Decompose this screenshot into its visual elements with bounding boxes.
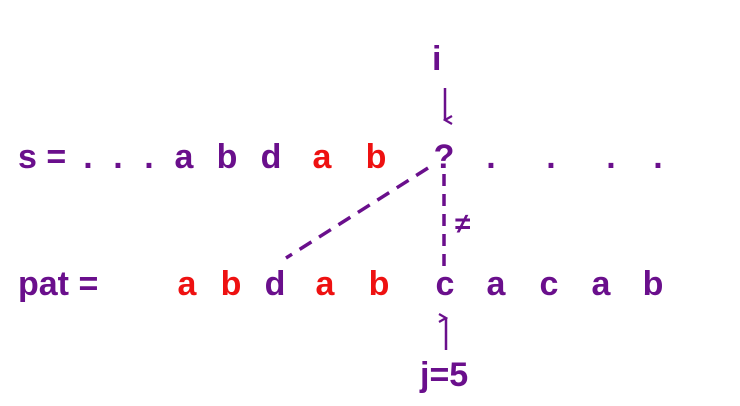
pat-char-1: b (220, 265, 242, 303)
i-label: i (432, 40, 442, 78)
s-char-0: . (83, 138, 93, 176)
pat-char-7: c (539, 265, 559, 303)
s-char-1: . (113, 138, 123, 176)
s-char-11: . (606, 138, 616, 176)
s-char-3: a (174, 138, 194, 176)
shift-dashed-line (285, 166, 429, 260)
pat-char-5: c (435, 265, 455, 303)
s-char-10: . (546, 138, 556, 176)
s-char-12: . (653, 138, 663, 176)
pat-label: pat = (18, 265, 99, 303)
s-char-8: ? (433, 138, 455, 176)
s-char-6: a (312, 138, 332, 176)
pat-char-2: d (264, 265, 286, 303)
pat-char-4: b (368, 265, 390, 303)
not-equal-symbol: ≠ (455, 208, 471, 239)
pat-char-9: b (642, 265, 664, 303)
s-char-5: d (260, 138, 282, 176)
pat-char-8: a (591, 265, 611, 303)
s-char-4: b (216, 138, 238, 176)
pat-char-0: a (177, 265, 197, 303)
j-label: j=5 (420, 356, 469, 394)
s-char-7: b (365, 138, 387, 176)
pat-char-3: a (315, 265, 335, 303)
s-label: s = (18, 138, 67, 176)
pat-char-6: a (486, 265, 506, 303)
s-char-2: . (144, 138, 154, 176)
s-char-9: . (486, 138, 496, 176)
